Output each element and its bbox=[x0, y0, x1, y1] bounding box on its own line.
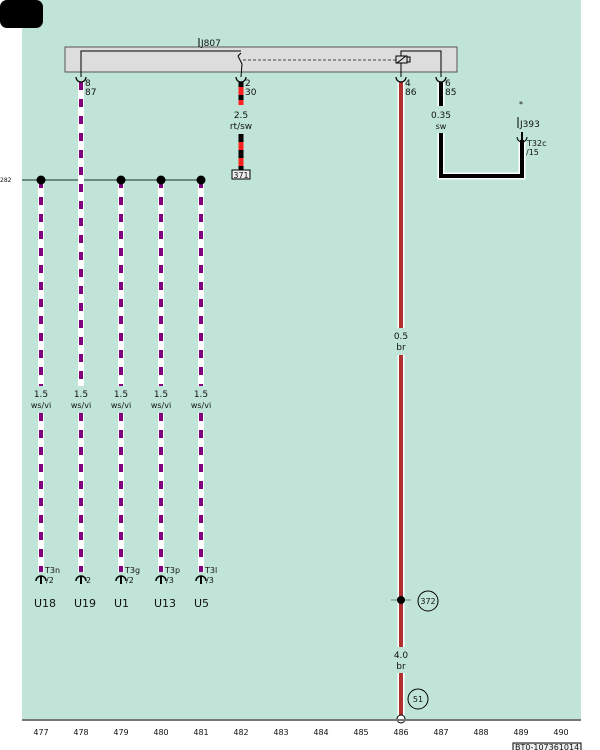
grid-number: 477 bbox=[33, 728, 48, 737]
doc-id-box bbox=[512, 742, 582, 750]
ref-circle-51 bbox=[407, 688, 429, 710]
wire-color: ws/vi bbox=[31, 401, 51, 410]
wire-color: rt/sw bbox=[230, 122, 252, 132]
wire-color: sw bbox=[436, 122, 447, 131]
relay-pin-87[interactable]: 887 bbox=[75, 76, 96, 98]
connector-icon bbox=[516, 136, 528, 143]
grid-number: 490 bbox=[553, 728, 568, 737]
pin-number: 4 bbox=[405, 79, 411, 89]
grid-number: 479 bbox=[113, 728, 128, 737]
component-label[interactable]: U13 bbox=[154, 597, 176, 610]
terminal-number: 85 bbox=[445, 88, 456, 98]
relay-label: J807 bbox=[200, 39, 221, 49]
connector-label: T3g bbox=[124, 566, 140, 575]
grid-number: 486 bbox=[393, 728, 408, 737]
diagram-background bbox=[22, 0, 581, 720]
ref-box-371 bbox=[231, 169, 251, 180]
terminal-number: 87 bbox=[85, 88, 96, 98]
wire-size: 0.5 bbox=[394, 332, 408, 342]
pin-label: 2 bbox=[86, 576, 91, 585]
wire-86[interactable]: 0.5 br 4.0 br 372 51 bbox=[391, 82, 439, 724]
connector-label: T32c bbox=[526, 139, 546, 148]
wire-30[interactable]: 2.5 rt/sw 371 bbox=[230, 82, 252, 180]
wire-size: 0.35 bbox=[431, 111, 451, 121]
wire-color: ws/vi bbox=[71, 401, 91, 410]
wire-size: 1.5 bbox=[74, 390, 88, 400]
ref-51[interactable]: 51 bbox=[413, 695, 423, 704]
wire-size: 1.5 bbox=[194, 390, 208, 400]
connector-label: T3p bbox=[164, 566, 180, 575]
pin-number: 8 bbox=[85, 79, 91, 89]
wire-color: ws/vi bbox=[111, 401, 131, 410]
component-label[interactable]: U19 bbox=[74, 597, 96, 610]
page-tab-marker bbox=[0, 0, 43, 28]
pin-label: /15 bbox=[526, 148, 539, 157]
grid-number: 484 bbox=[313, 728, 328, 737]
wire-color: ws/vi bbox=[191, 401, 211, 410]
grid-number: 480 bbox=[153, 728, 168, 737]
junction-dot bbox=[397, 596, 405, 604]
bus-ref: 282 bbox=[0, 177, 12, 184]
doc-id: BT0-107361014 bbox=[515, 743, 579, 750]
wire-size: 4.0 bbox=[394, 651, 409, 661]
component-label[interactable]: U5 bbox=[194, 597, 209, 610]
connector-icon bbox=[395, 76, 407, 83]
junction-dot bbox=[156, 175, 166, 185]
connector-icon bbox=[435, 76, 447, 83]
connector-icon bbox=[75, 76, 87, 83]
pin-label: /2 bbox=[46, 576, 54, 585]
wire-size: 1.5 bbox=[114, 390, 128, 400]
connector-icon bbox=[235, 76, 247, 83]
wire-color: ws/vi bbox=[151, 401, 171, 410]
wire-size: 1.5 bbox=[154, 390, 168, 400]
pin-number: 6 bbox=[445, 79, 451, 89]
asterisk: * bbox=[519, 100, 523, 109]
j393-label: J393 bbox=[519, 120, 540, 130]
wire-size: 2.5 bbox=[234, 111, 248, 121]
wire-color: br bbox=[396, 662, 406, 672]
grid-number: 481 bbox=[193, 728, 208, 737]
grid-number: 487 bbox=[433, 728, 448, 737]
grid-number: 482 bbox=[233, 728, 248, 737]
ref-circle-372 bbox=[417, 590, 439, 612]
component-label[interactable]: U18 bbox=[34, 597, 56, 610]
grid-number: 478 bbox=[73, 728, 88, 737]
relay-switch-contact bbox=[237, 52, 243, 78]
pin-label: /3 bbox=[206, 576, 214, 585]
wire-color: br bbox=[396, 343, 406, 353]
j393-connector[interactable]: * J393 T32c /15 bbox=[516, 100, 546, 157]
grid-number: 485 bbox=[353, 728, 368, 737]
relay-j807[interactable]: J807 bbox=[64, 38, 458, 78]
terminal-number: 86 bbox=[405, 88, 417, 98]
junction-dot bbox=[36, 175, 46, 185]
relay-pin-30[interactable]: 230 bbox=[235, 76, 257, 98]
connector-label: T3l bbox=[204, 566, 217, 575]
connector-label: T3n bbox=[44, 566, 60, 575]
junction-dot bbox=[196, 175, 206, 185]
terminal-number: 30 bbox=[245, 88, 257, 98]
ref-372[interactable]: 372 bbox=[420, 597, 435, 606]
relay-pin-86[interactable]: 486 bbox=[395, 76, 417, 98]
wire-85[interactable]: 0.35 sw bbox=[431, 82, 526, 180]
junction-dot bbox=[116, 175, 126, 185]
ref-371[interactable]: 371 bbox=[233, 171, 248, 180]
pin-label: /2 bbox=[126, 576, 134, 585]
pin-number: 2 bbox=[245, 79, 251, 89]
grid-number: 489 bbox=[513, 728, 528, 737]
grid-number: 483 bbox=[273, 728, 288, 737]
pin-label: /3 bbox=[166, 576, 174, 585]
wire-size: 1.5 bbox=[34, 390, 48, 400]
grid-number: 488 bbox=[473, 728, 488, 737]
component-label[interactable]: U1 bbox=[114, 597, 129, 610]
relay-pin-85[interactable]: 685 bbox=[435, 76, 456, 98]
